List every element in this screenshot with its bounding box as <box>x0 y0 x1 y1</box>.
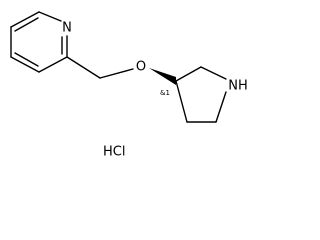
pyridine-ring <box>10 11 68 73</box>
hydrochloride-label: HCl <box>103 145 125 160</box>
stereo-wedge-bond <box>149 68 176 85</box>
stereo-configuration-label: &1 <box>160 89 170 97</box>
bond-c3-c2-pyrrolidine <box>175 66 202 82</box>
bond-n1-c3 <box>38 11 62 22</box>
bond-ch2-to-oxygen <box>99 68 134 79</box>
bond-nh-c5 <box>215 91 227 123</box>
bond-c4-c3 <box>175 80 188 123</box>
pyrrolidine-nitrogen-label: NH <box>228 79 248 94</box>
bond-c5-c6-double <box>14 52 39 67</box>
methylene-ether-linker <box>66 56 134 79</box>
bond-pyridine-to-ch2 <box>66 56 101 79</box>
bond-c3-c4-double <box>14 17 39 32</box>
pyrrolidine-ring <box>175 66 227 123</box>
bond-c6-c2 <box>38 56 68 73</box>
chemical-structure-canvas: N O NH &1 HCl <box>10 11 248 160</box>
bond-c3-c4 <box>10 11 40 28</box>
bond-c5-c6 <box>10 56 40 73</box>
molecule-drawing: N O NH &1 HCl <box>10 11 248 160</box>
ether-oxygen-label: O <box>136 60 146 75</box>
bond-c2-nh <box>200 66 227 80</box>
pyridine-nitrogen-label: N <box>62 21 72 36</box>
